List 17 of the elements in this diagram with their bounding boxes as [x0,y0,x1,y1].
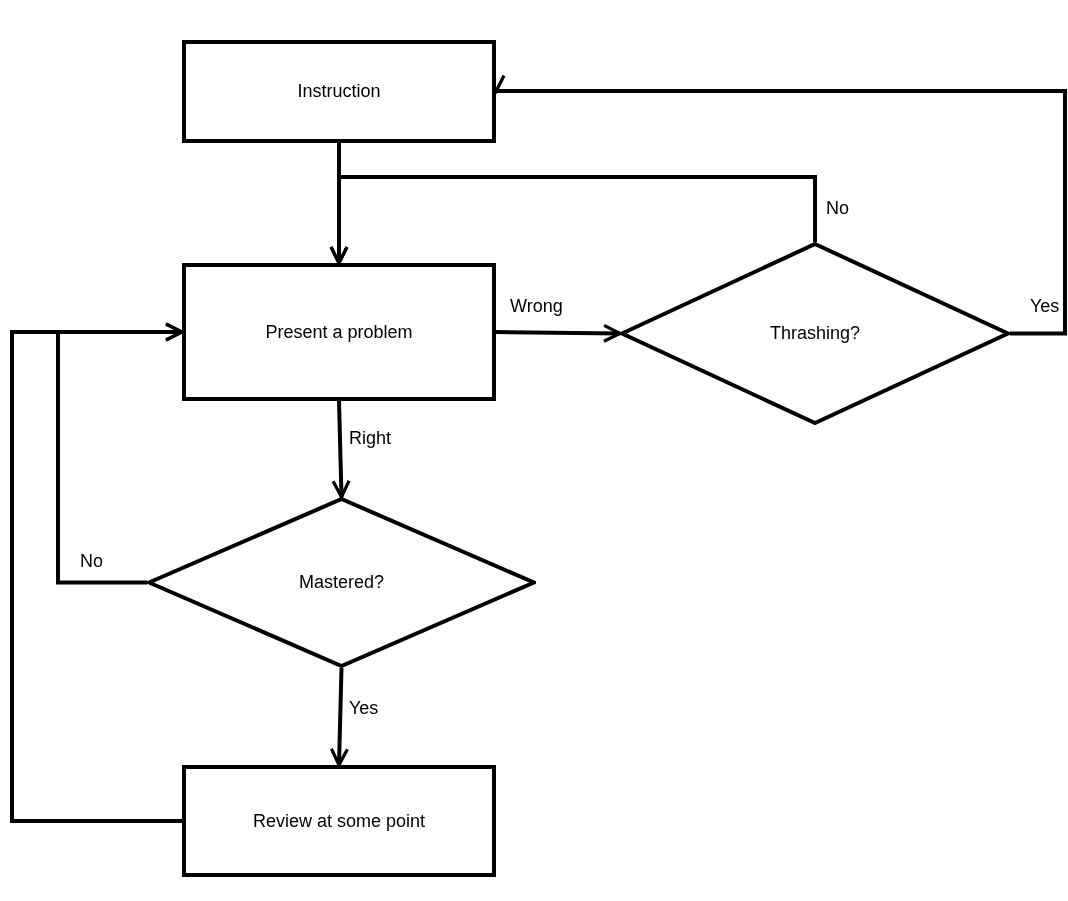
arrow [495,323,622,343]
process-box [182,40,496,143]
decision-diamond [620,242,1010,425]
arrow [329,175,817,265]
node-label: Instruction [297,81,381,102]
node-label: Mastered? [298,572,384,593]
process-box [182,765,496,877]
process-box [182,263,496,401]
arrow [10,322,184,823]
node-label: Review at some point [252,810,426,832]
arrow [331,400,351,499]
edge-label: Right [347,428,394,449]
node-label: Present a problem [265,321,413,343]
arrow [329,667,349,767]
decision-diamond [147,497,536,668]
edge-label: Wrong [508,296,565,317]
node-label: Thrashing? [769,323,861,344]
